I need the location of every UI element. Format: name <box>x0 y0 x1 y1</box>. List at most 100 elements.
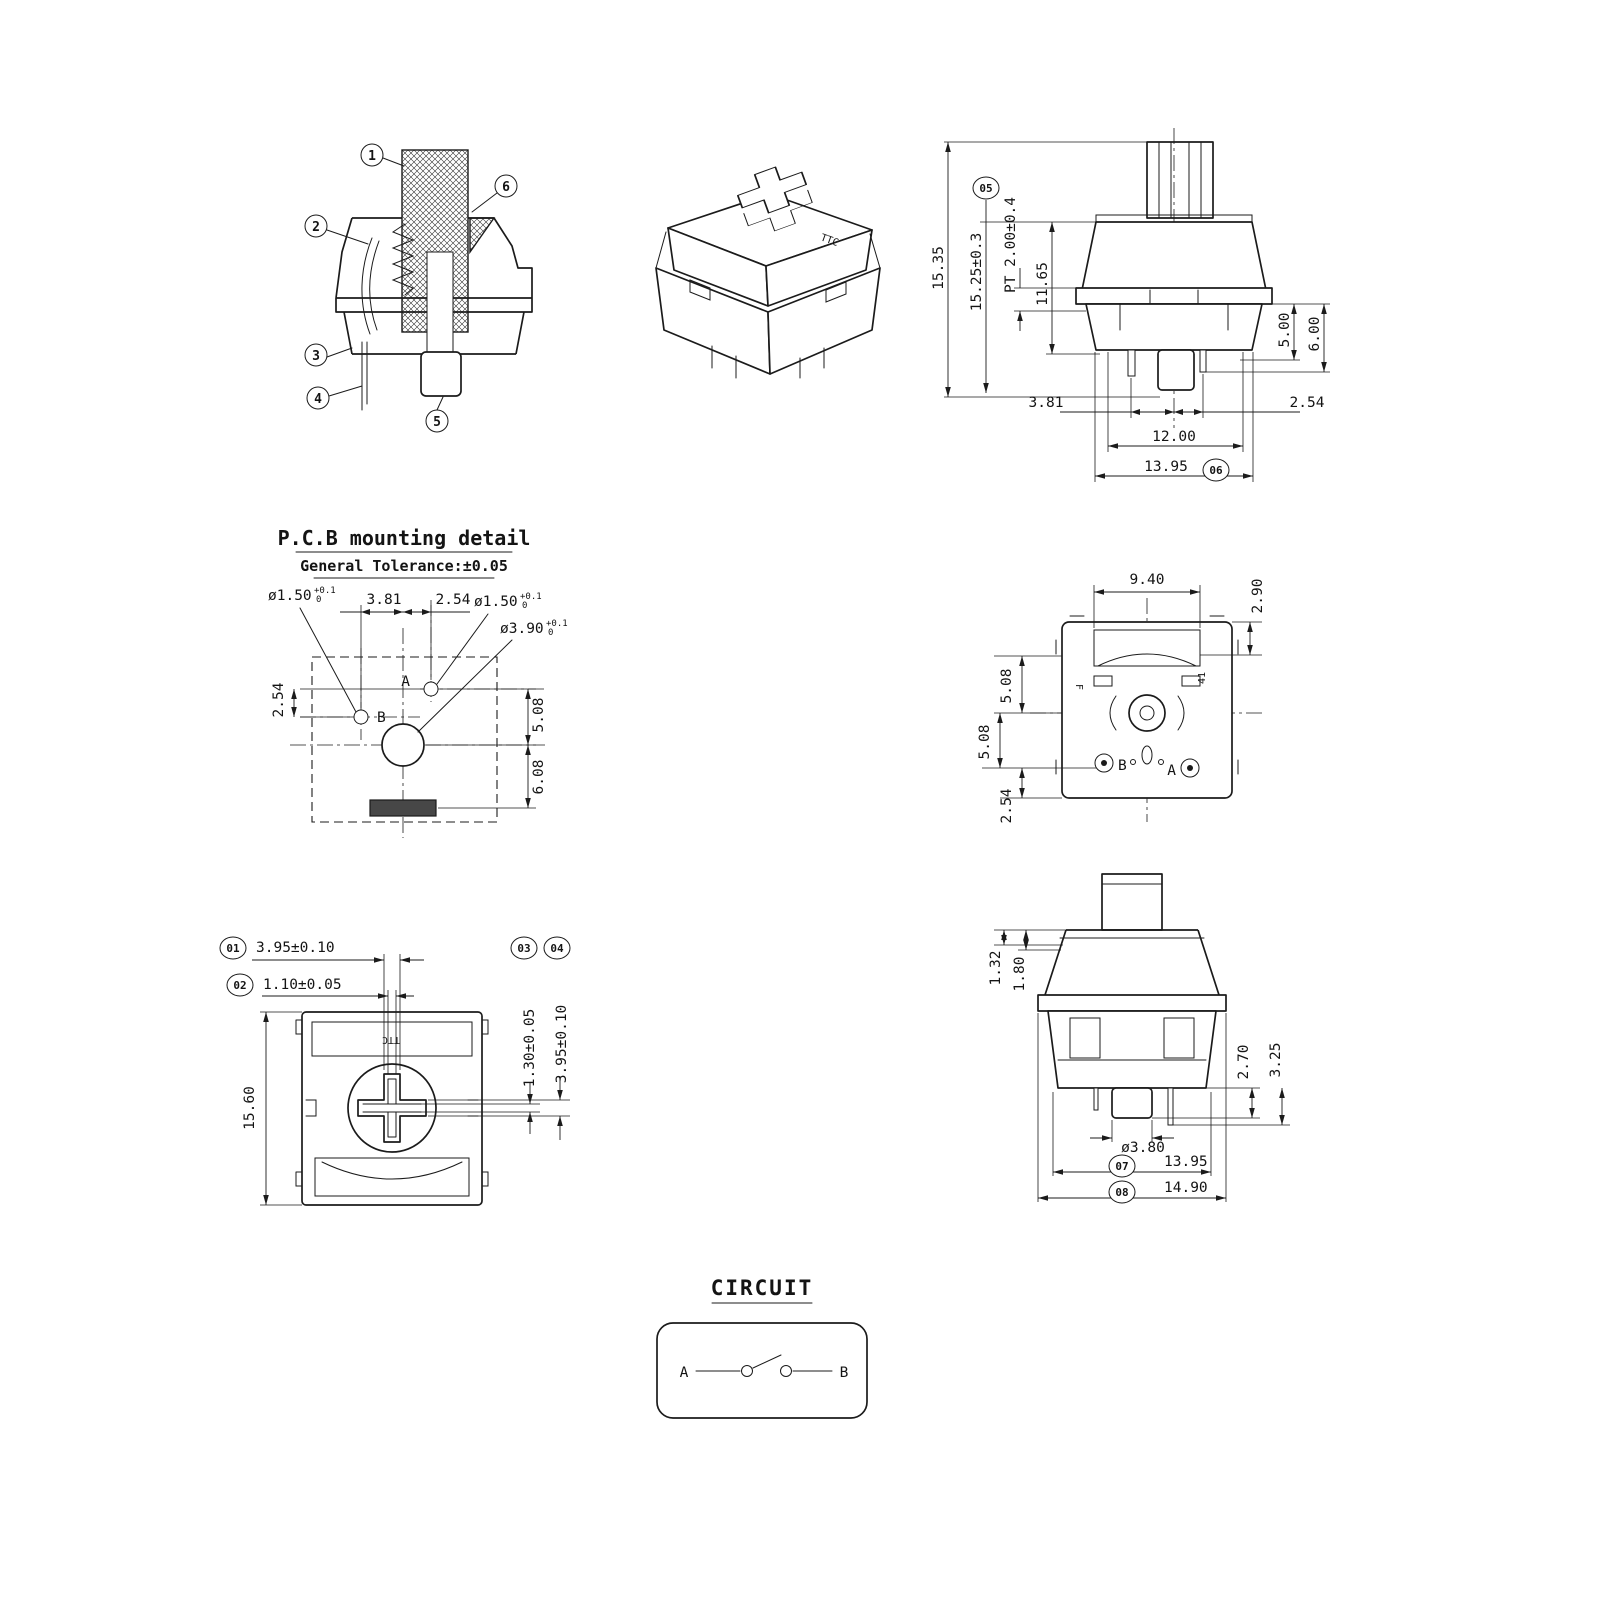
dim-pin-length-6: 6.00 <box>1307 317 1323 352</box>
tol-zero: 0 <box>316 595 321 605</box>
switch-blade <box>752 1354 782 1369</box>
stem-side <box>1101 873 1163 931</box>
top-window <box>311 1021 473 1057</box>
balloon-03-label: 03 <box>517 942 530 955</box>
callout-4-label: 4 <box>314 392 322 407</box>
dim-508-b: 5.08 <box>977 725 993 760</box>
callout-1: 1 <box>360 143 405 167</box>
dia-150-right: ø1.50 +0.1 0 <box>436 592 542 685</box>
dim-body-height: 15.25±0.3 <box>969 233 985 312</box>
dim-overall-height: 15.35 <box>931 246 947 290</box>
stem-circle <box>347 1063 437 1153</box>
led-slot-arc <box>1097 653 1197 667</box>
tol-zero-2: 0 <box>522 601 527 611</box>
center-boss <box>1128 694 1166 732</box>
balloon-04: 04 <box>543 936 571 960</box>
pin-b <box>1199 349 1207 373</box>
base-edges <box>655 231 881 379</box>
corner-tabs <box>295 1019 489 1187</box>
post-side <box>1111 1087 1153 1119</box>
hole-b-label: B <box>377 710 386 726</box>
circuit-terminal-a: A <box>680 1365 689 1381</box>
pin-side-2 <box>1093 1087 1099 1111</box>
tol-plus: +0.1 <box>314 586 336 596</box>
stem-ribs <box>1158 141 1202 219</box>
isometric-view: TTC <box>655 166 881 379</box>
dim-608: 6.08 <box>531 760 547 795</box>
pin-a <box>1127 349 1136 377</box>
callout-6: 6 <box>471 174 518 213</box>
tol-plus-3: +0.1 <box>546 619 568 629</box>
housing-right-face <box>765 229 873 307</box>
balloon-07: 07 <box>1108 1154 1136 1178</box>
balloon-06: 06 <box>1202 458 1230 482</box>
side-tabs <box>1055 615 1239 775</box>
center-post-front <box>1157 349 1195 391</box>
dim-290: 2.90 <box>1250 579 1266 614</box>
callout-3-label: 3 <box>312 349 320 364</box>
inner-detail <box>1119 289 1229 331</box>
front-view: 15.35 15.25±0.3 05 PT 2.00±0.4 11.65 5.0… <box>931 128 1330 482</box>
balloon-01-label: 01 <box>226 942 240 955</box>
center-post <box>420 351 462 397</box>
cross-slot <box>362 1078 422 1138</box>
tol-plus-2: +0.1 <box>520 592 542 602</box>
dim-width-1395: 13.95 <box>1144 459 1188 475</box>
housing-clip-right <box>825 281 847 303</box>
metal-pin <box>361 341 368 411</box>
dim-270: 2.70 <box>1236 1045 1252 1080</box>
slot-detail <box>1141 745 1153 765</box>
pin-side <box>1167 1087 1174 1126</box>
callout-5-label: 5 <box>433 415 441 430</box>
boss-wings <box>1109 695 1185 731</box>
pcb-subtitle: General Tolerance:±0.05 <box>300 557 508 575</box>
pcb-title: P.C.B mounting detail <box>278 526 531 550</box>
dim-395-right: 3.95±0.10 <box>554 1005 570 1084</box>
contact-leaf <box>361 237 380 335</box>
cross-stem <box>357 1073 427 1143</box>
mold-mark-41: 41 <box>1197 672 1208 684</box>
bottom-view: B A 41 F 9.40 2.90 5.08 5.08 2.54 <box>977 572 1266 823</box>
dim-1395-side: 13.95 <box>1164 1154 1208 1170</box>
dim-housing-height: 11.65 <box>1035 262 1051 306</box>
hole-a <box>423 681 439 697</box>
balloon-07-label: 07 <box>1115 1160 1128 1173</box>
balloon-03: 03 <box>510 936 538 960</box>
top-view: TTC 01 3.95±0.10 02 1.10±0.05 03 04 <box>219 936 571 1206</box>
dim-254-top: 2.54 <box>436 592 471 608</box>
upper-housing <box>1081 221 1267 291</box>
flange-side <box>1037 994 1227 1012</box>
contact-node-left <box>741 1365 753 1377</box>
balloon-02-label: 02 <box>233 979 246 992</box>
bottom-extensions <box>1094 352 1254 482</box>
upper-housing-rim <box>1095 214 1253 223</box>
callout-3: 3 <box>304 343 353 367</box>
hole-a-label: A <box>401 674 410 690</box>
leaf-hatched-wedge <box>469 217 496 255</box>
dim-1560: 15.60 <box>242 1086 258 1130</box>
dim-dia-380: ø3.80 <box>1121 1140 1165 1156</box>
stem-cross <box>736 166 808 214</box>
dim-508: 5.08 <box>531 698 547 733</box>
circuit-terminal-b: B <box>840 1365 849 1381</box>
dim-940: 9.40 <box>1130 572 1165 588</box>
center-hole <box>381 723 425 767</box>
mold-mark-f: F <box>1073 684 1084 690</box>
cross-section-view: 1 6 2 3 4 5 <box>304 143 533 433</box>
dim-width-12: 12.00 <box>1152 429 1196 445</box>
dim-381: 3.81 <box>367 592 402 608</box>
pcb-footprint-boundary <box>311 656 498 823</box>
callout-6-label: 6 <box>502 180 510 195</box>
dia-150-left: ø1.50 +0.1 0 <box>268 586 357 713</box>
circuit-box <box>656 1322 868 1419</box>
terminal-b-label: B <box>1118 758 1127 774</box>
lower-housing-side <box>1047 1010 1217 1089</box>
dim-325: 3.25 <box>1268 1043 1284 1078</box>
balloon-02: 02 <box>226 973 254 997</box>
callout-2-label: 2 <box>312 220 320 235</box>
pcb-mounting-detail: P.C.B mounting detail General Tolerance:… <box>268 526 568 838</box>
dim-pin-offset-254: 2.54 <box>1290 395 1325 411</box>
housing-details <box>1057 1017 1207 1061</box>
